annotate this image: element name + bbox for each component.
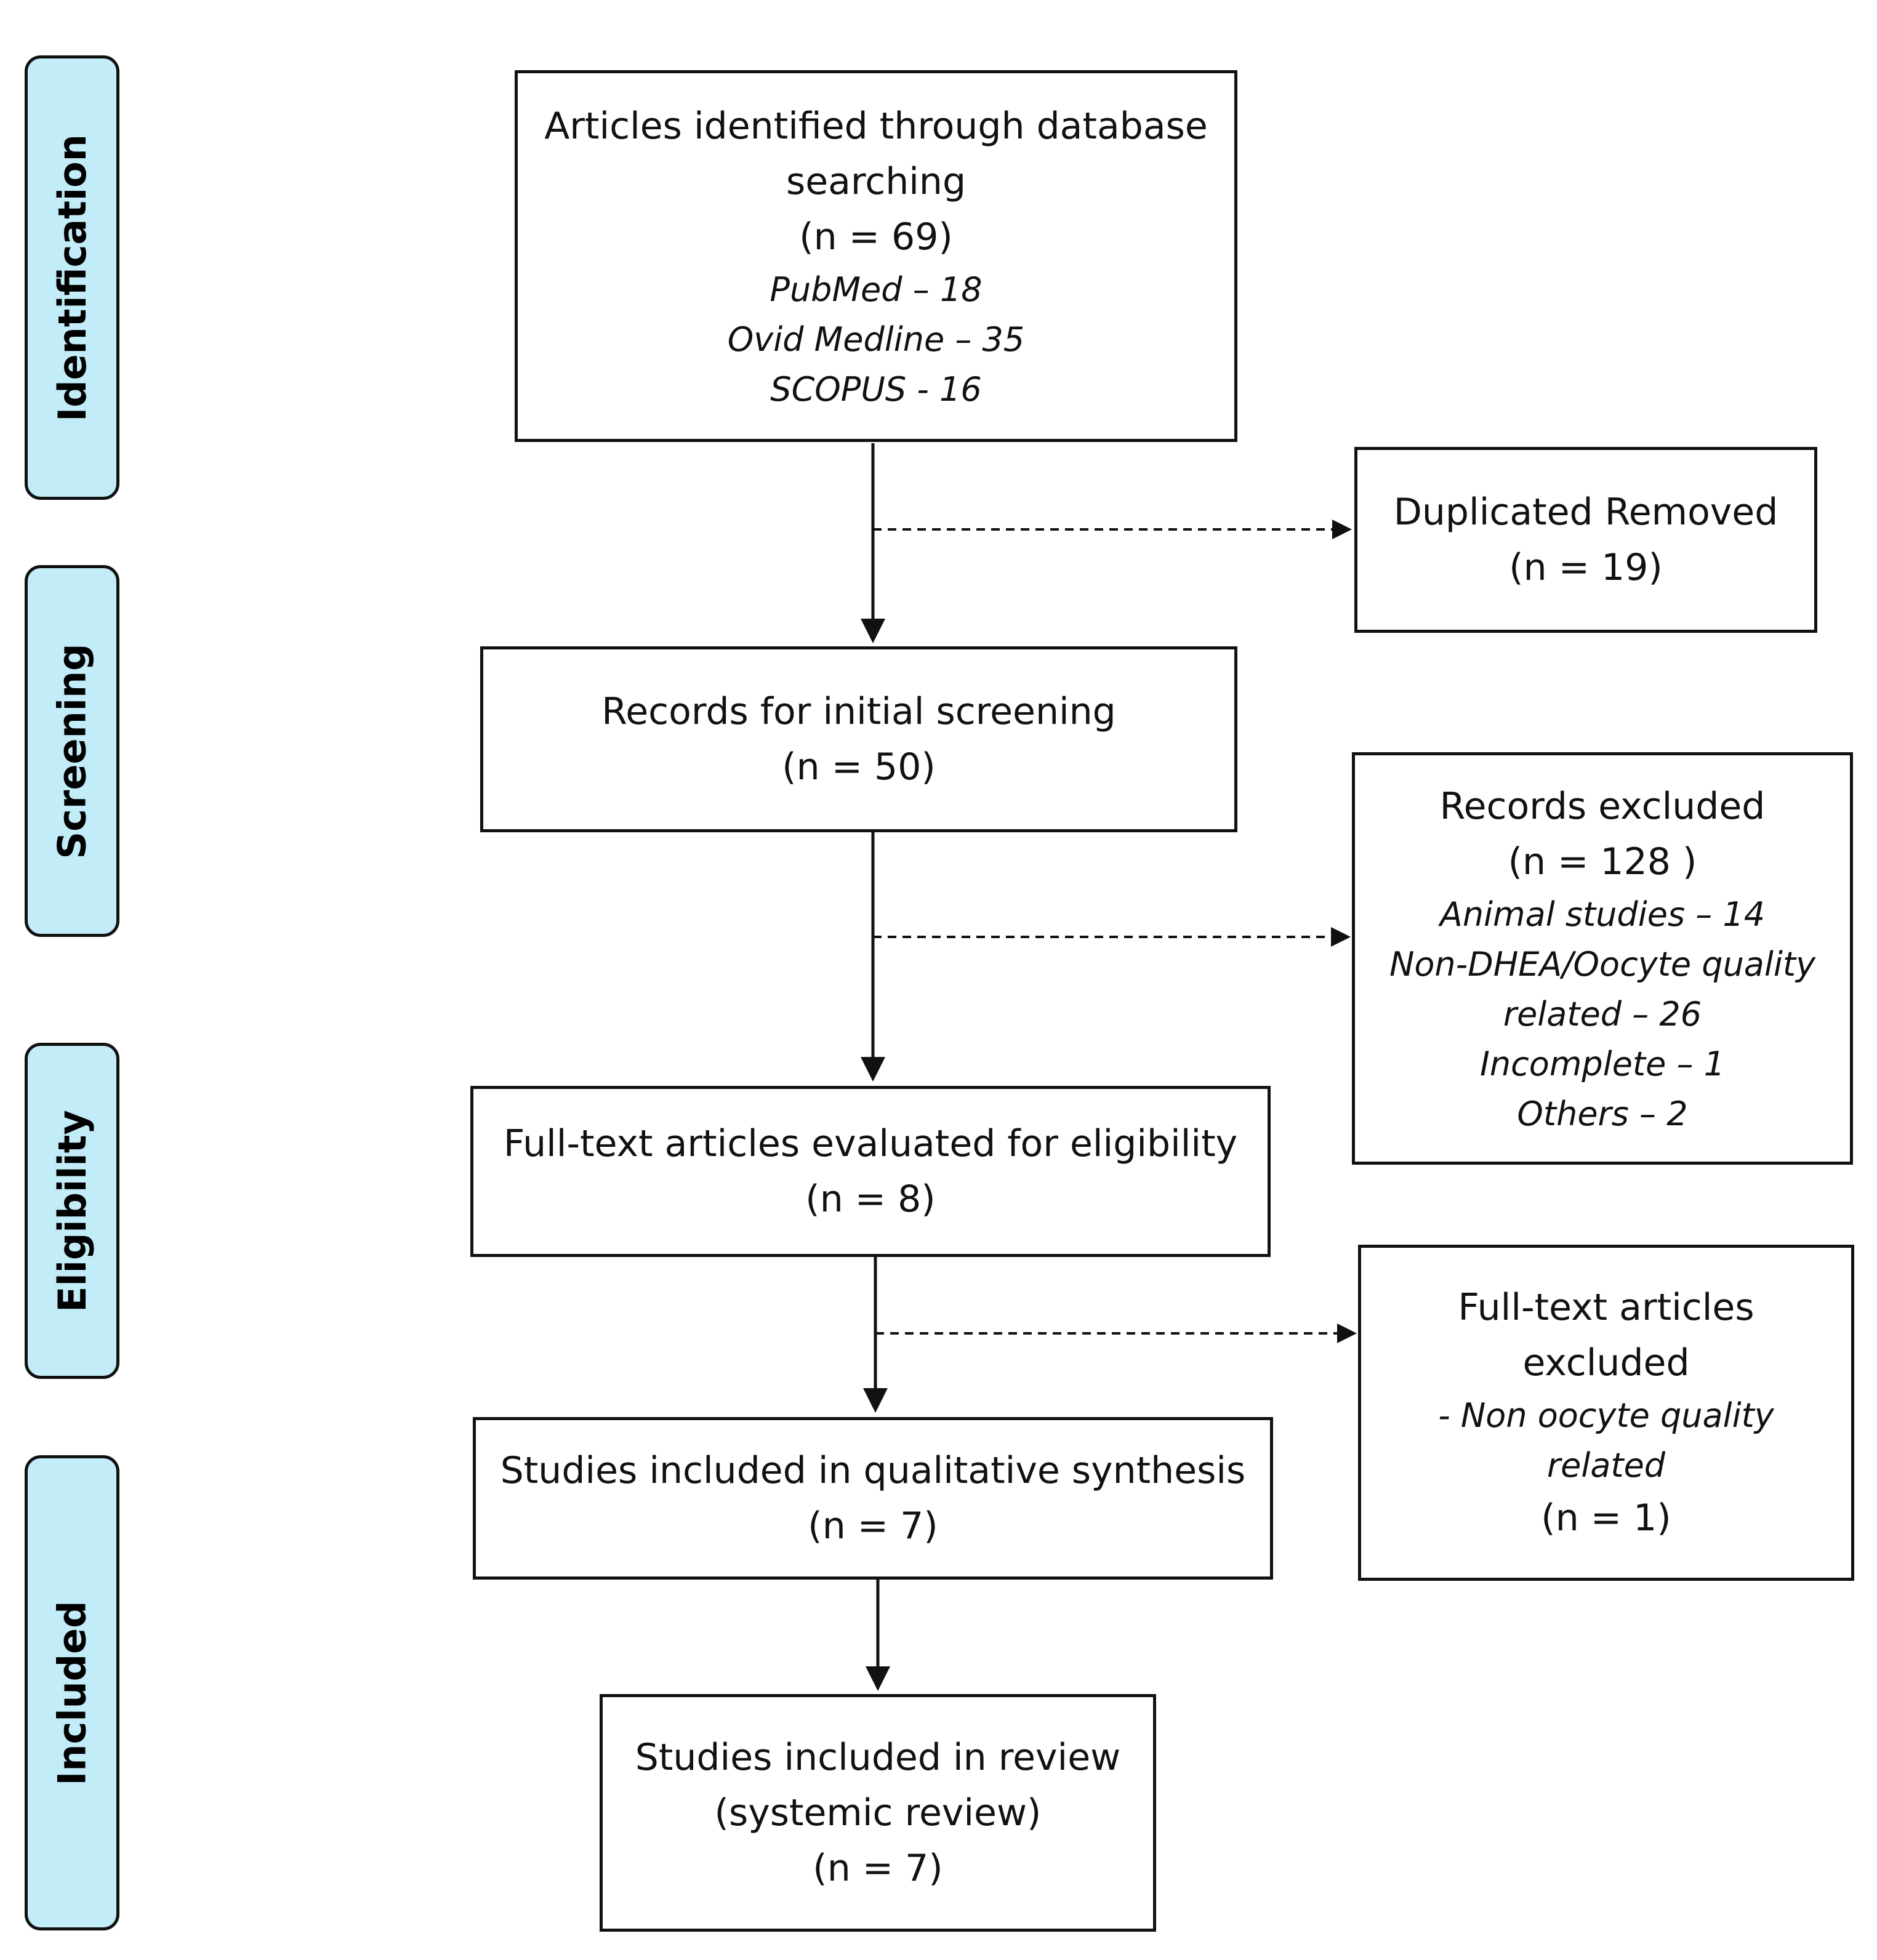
box-records-excluded: Records excluded (n = 128 ) Animal studi… [1352,752,1853,1165]
stage-eligibility: Eligibility [25,1043,119,1379]
records-excluded-reason: related – 26 [1503,994,1702,1034]
duplicates-count: (n = 19) [1509,546,1663,589]
box-screening: Records for initial screening (n = 50) [480,646,1237,832]
box-fulltext: Full-text articles evaluated for eligibi… [470,1086,1271,1257]
review-line2: (systemic review) [714,1791,1042,1834]
qualitative-line1: Studies included in qualitative synthesi… [500,1449,1246,1492]
identified-source: PubMed – 18 [770,270,983,309]
box-review: Studies included in review (systemic rev… [600,1694,1156,1932]
records-excluded-reason: Animal studies – 14 [1439,894,1766,934]
duplicates-line1: Duplicated Removed [1393,491,1779,534]
records-excluded-reason: Non-DHEA/Oocyte quality [1389,944,1816,984]
box-identified: Articles identified through database sea… [515,70,1237,442]
identified-count: (n = 69) [799,215,953,259]
identified-source: SCOPUS - 16 [770,369,982,409]
identified-line2: searching [786,159,967,203]
records-excluded-count: (n = 128 ) [1508,840,1697,883]
fulltext-count: (n = 8) [805,1178,936,1221]
identified-source: Ovid Medline – 35 [727,319,1025,359]
records-excluded-reason: Others – 2 [1517,1094,1688,1133]
fulltext-excluded-reason: related [1546,1446,1666,1485]
fulltext-excluded-count: (n = 1) [1541,1496,1671,1540]
box-qualitative: Studies included in qualitative synthesi… [473,1417,1273,1580]
fulltext-line1: Full-text articles evaluated for eligibi… [503,1122,1238,1165]
box-duplicates: Duplicated Removed (n = 19) [1354,447,1817,633]
stage-included: Included [25,1455,119,1930]
fulltext-excluded-line2: excluded [1522,1341,1690,1384]
screened-count: (n = 50) [782,745,936,789]
records-excluded-line1: Records excluded [1439,784,1766,828]
fulltext-excluded-line1: Full-text articles [1458,1286,1754,1329]
qualitative-count: (n = 7) [808,1504,938,1548]
stage-identification: Identification [25,55,119,500]
review-line1: Studies included in review [635,1736,1121,1779]
review-count: (n = 7) [813,1847,943,1890]
stage-screening: Screening [25,565,119,937]
box-fulltext-excluded: Full-text articles excluded - Non oocyte… [1358,1245,1854,1581]
screened-line1: Records for initial screening [601,690,1116,733]
fulltext-excluded-reason: - Non oocyte quality [1438,1396,1774,1435]
identified-line1: Articles identified through database [544,104,1208,148]
records-excluded-reason: Incomplete – 1 [1479,1044,1726,1083]
